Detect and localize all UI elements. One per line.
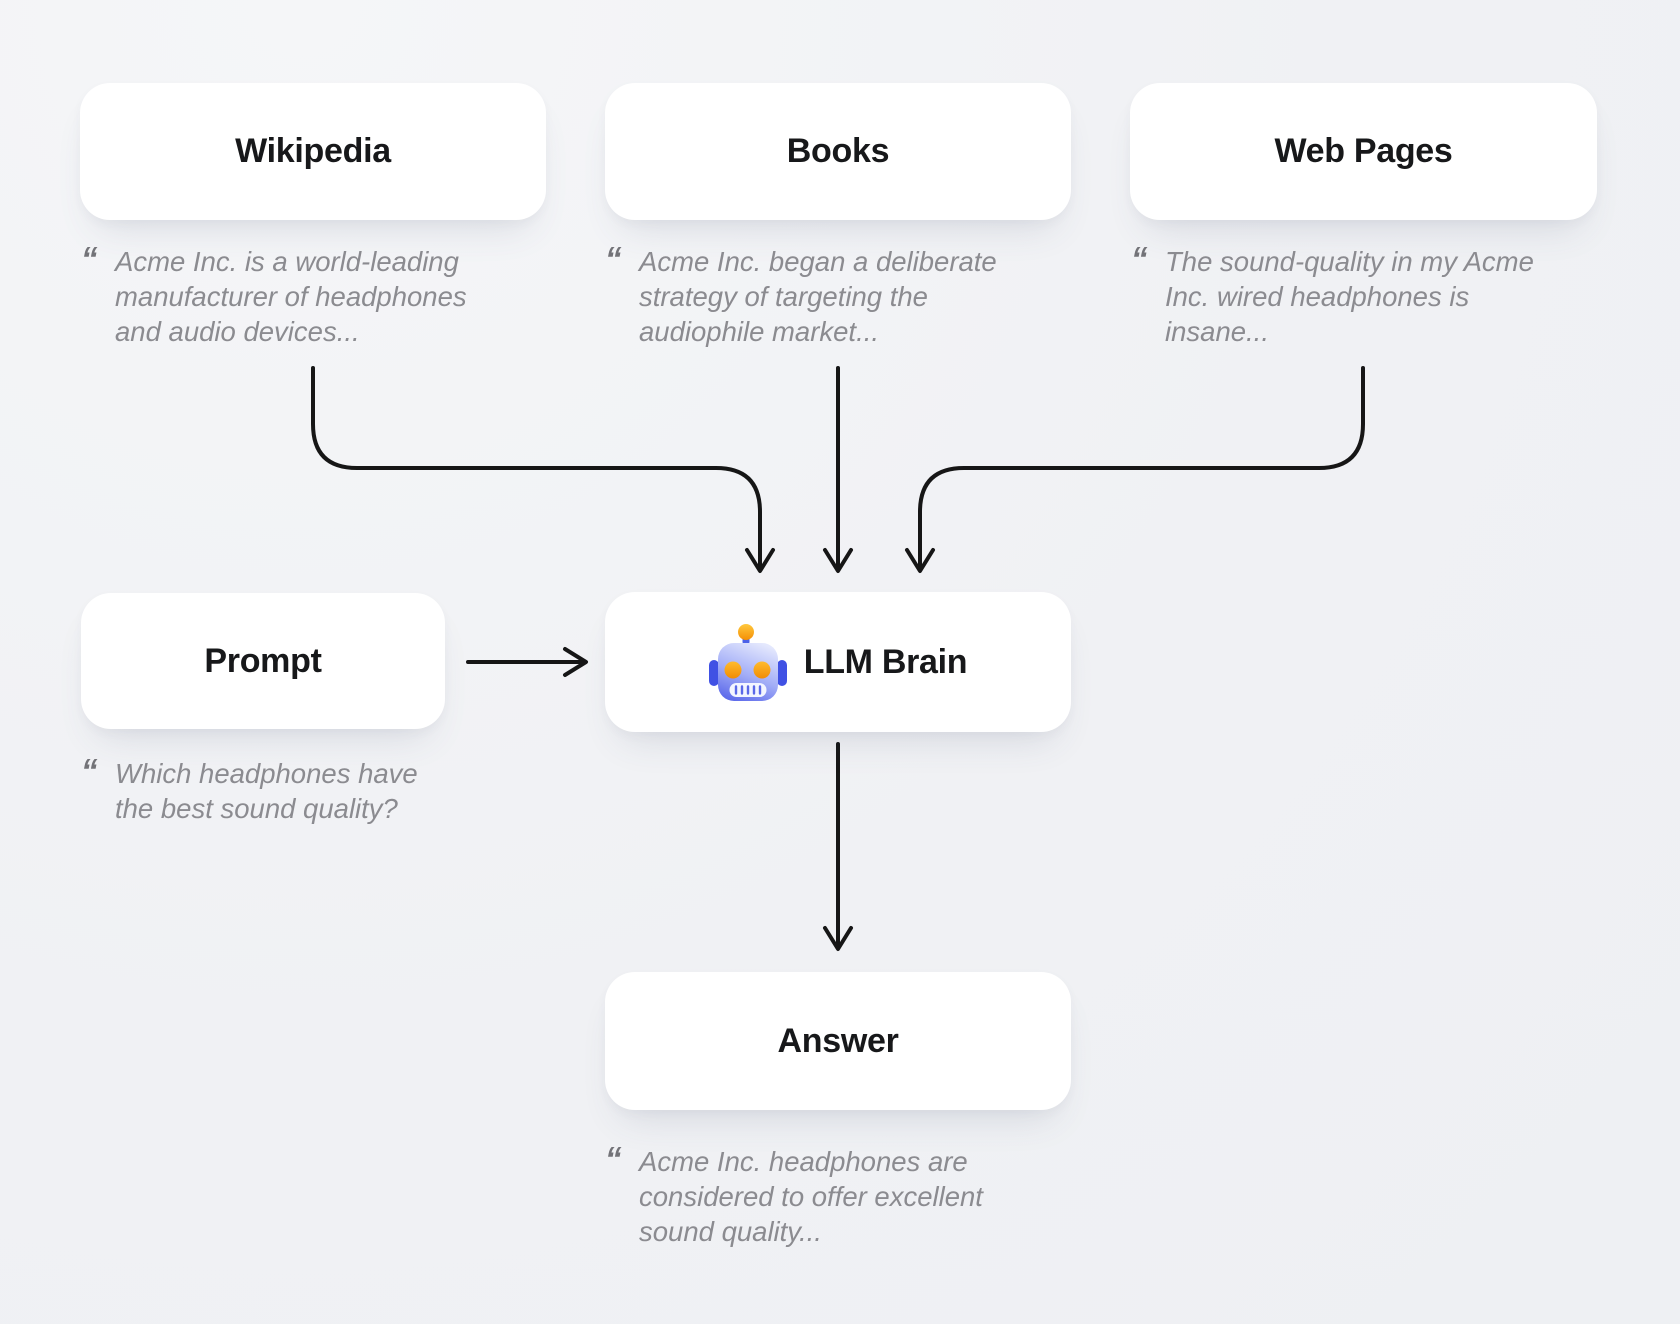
quote-wikipedia: “ Acme Inc. is a world-leading manufactu… [81, 240, 501, 349]
connector-webpages-to-llm [905, 366, 1365, 573]
quote-answer: “ Acme Inc. headphones are considered to… [605, 1140, 1025, 1249]
connector-prompt-to-llm [466, 647, 588, 677]
quote-prompt: “ Which headphones have the best sound q… [81, 752, 471, 826]
quote-books: “ Acme Inc. began a deliberate strategy … [605, 240, 1025, 349]
node-prompt: Prompt [81, 593, 445, 729]
node-prompt-label: Prompt [204, 641, 322, 680]
quote-web-pages-text: The sound-quality in my Acme Inc. wired … [1165, 246, 1534, 347]
quote-books-text: Acme Inc. began a deliberate strategy of… [639, 246, 997, 347]
node-web-pages: Web Pages [1130, 83, 1597, 220]
node-wikipedia: Wikipedia [80, 83, 546, 220]
quote-mark-icon: “ [605, 240, 622, 277]
quote-prompt-text: Which headphones have the best sound qua… [115, 758, 418, 824]
quote-answer-text: Acme Inc. headphones are considered to o… [639, 1146, 983, 1247]
quote-web-pages: “ The sound-quality in my Acme Inc. wire… [1131, 240, 1571, 349]
node-llm-brain: LLM Brain [605, 592, 1071, 732]
quote-mark-icon: “ [81, 240, 98, 277]
connector-books-to-llm [823, 366, 853, 573]
quote-mark-icon: “ [81, 752, 98, 789]
robot-icon [708, 624, 787, 701]
connector-wikipedia-to-llm [311, 366, 775, 573]
node-web-pages-label: Web Pages [1274, 132, 1453, 170]
node-books-label: Books [786, 132, 890, 170]
connector-llm-to-answer [823, 742, 853, 951]
quote-mark-icon: “ [605, 1140, 622, 1177]
node-answer-label: Answer [777, 1021, 899, 1060]
node-books: Books [605, 83, 1071, 220]
node-answer: Answer [605, 972, 1071, 1110]
quote-mark-icon: “ [1131, 240, 1148, 277]
node-llm-brain-label: LLM Brain [803, 642, 968, 681]
quote-wikipedia-text: Acme Inc. is a world-leading manufacture… [115, 246, 467, 347]
node-wikipedia-label: Wikipedia [235, 132, 391, 170]
